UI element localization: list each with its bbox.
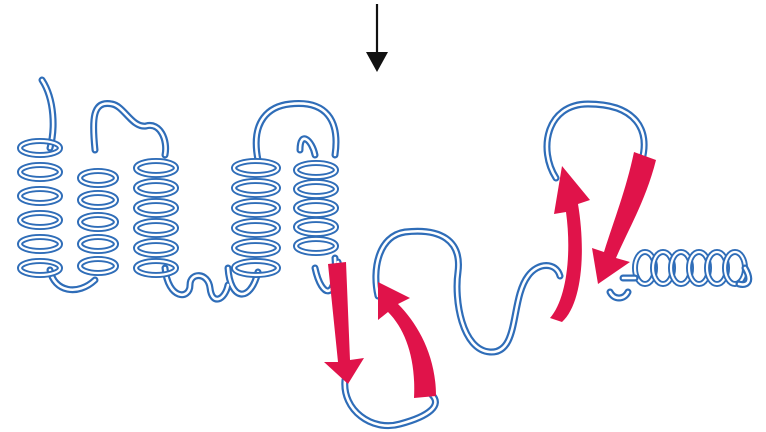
helix-4 <box>234 161 278 275</box>
beta-strand-1-arrow <box>324 262 364 384</box>
helix-1 <box>20 141 60 275</box>
helix-6 <box>623 252 749 284</box>
beta-strand-3-arrow <box>550 166 590 322</box>
beta-strand-2-arrow <box>378 282 436 398</box>
helix-5 <box>296 163 336 253</box>
helix-2 <box>80 171 116 273</box>
helix-3 <box>136 161 176 275</box>
down-arrow-icon <box>366 4 388 72</box>
beta-strand-4-arrow <box>592 152 656 284</box>
